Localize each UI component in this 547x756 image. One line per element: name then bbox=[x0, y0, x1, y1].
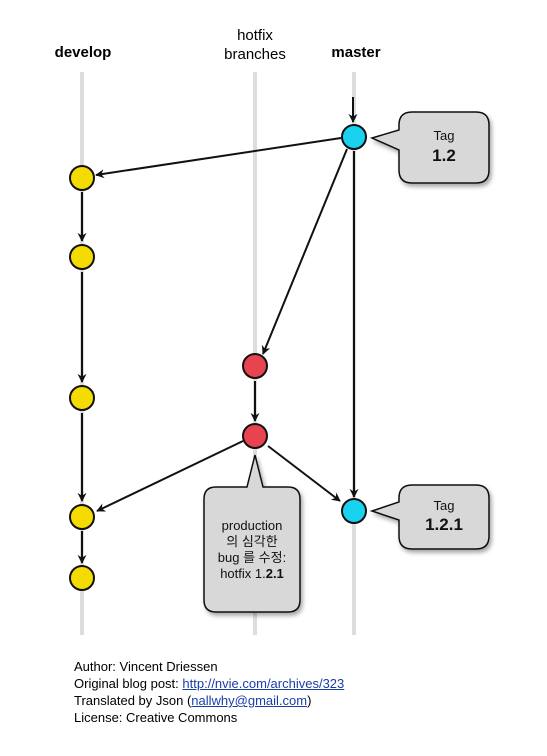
develop-column-title: develop bbox=[54, 44, 112, 61]
master-commit-1-2-1 bbox=[341, 498, 367, 524]
develop-commit-4 bbox=[69, 504, 95, 530]
hotfix-column-title-line1: hotfix bbox=[237, 27, 273, 44]
tag-1-2-label: Tag bbox=[433, 128, 455, 143]
blog-post-link[interactable]: http://nvie.com/archives/323 bbox=[182, 676, 345, 691]
hotfix-note-line-1: production bbox=[221, 518, 283, 533]
tag-1-2-callout bbox=[369, 111, 490, 184]
develop-commit-2 bbox=[69, 244, 95, 270]
tag-1-2-version: 1.2 bbox=[432, 146, 456, 165]
hotfix-column-title-line2: branches bbox=[224, 46, 286, 63]
translator-email-link[interactable]: nallwhy@gmail.com bbox=[191, 693, 308, 708]
hotfix-note-line-3: bug 를 수정: bbox=[217, 550, 287, 565]
hotfix-note-version-bold: 2.1 bbox=[265, 566, 284, 581]
credits-blog-prefix: Original blog post: bbox=[74, 676, 183, 691]
hotfix-note-text: production 의 심각한 bug 를 수정: hotfix 1.2.1 bbox=[204, 518, 300, 582]
credits-translator: Translated by Json (nallwhy@gmail.com) bbox=[74, 692, 344, 709]
tag-1-2-1-version: 1.2.1 bbox=[425, 515, 463, 534]
arrow-master-to-hotfix bbox=[261, 148, 348, 355]
arrow-master-to-develop bbox=[95, 137, 342, 179]
credits-blog: Original blog post: http://nvie.com/arch… bbox=[74, 675, 344, 692]
master-commit-1-2 bbox=[341, 124, 367, 150]
tag-1-2-1-label: Tag bbox=[433, 498, 455, 513]
credits-translator-prefix: Translated by Json ( bbox=[74, 693, 192, 708]
arrow-hotfix-to-develop bbox=[96, 440, 244, 512]
credits-license: License: Creative Commons bbox=[74, 710, 238, 725]
arrow-hotfix-to-master bbox=[267, 445, 341, 502]
credits-translator-suffix: ) bbox=[307, 693, 312, 708]
develop-commit-3 bbox=[69, 385, 95, 411]
hotfix-note-version-prefix: hotfix 1. bbox=[220, 566, 266, 581]
credits-author: Author: Vincent Driessen bbox=[74, 659, 218, 674]
hotfix-branch-diagram bbox=[69, 72, 490, 635]
hotfix-commit-1 bbox=[242, 353, 268, 379]
master-column-title: master bbox=[331, 44, 381, 61]
develop-commit-5 bbox=[69, 565, 95, 591]
hotfix-note-callout bbox=[203, 454, 301, 613]
develop-commit-1 bbox=[69, 165, 95, 191]
credits: Author: Vincent Driessen Original blog p… bbox=[74, 658, 344, 726]
hotfix-note-line-4: hotfix 1.2.1 bbox=[204, 566, 300, 582]
tag-1-2-1-callout bbox=[369, 484, 490, 550]
hotfix-note-line-2: 의 심각한 bbox=[226, 534, 278, 549]
hotfix-commit-2 bbox=[242, 423, 268, 449]
